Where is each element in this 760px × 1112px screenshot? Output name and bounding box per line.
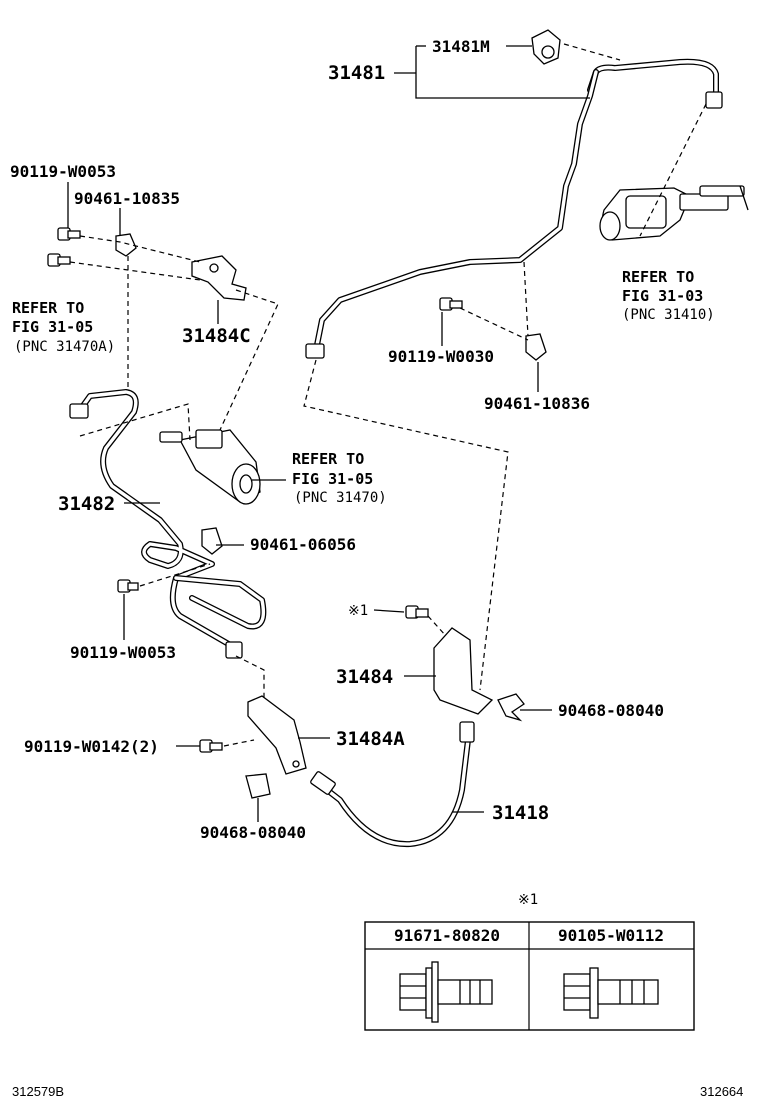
- bracket-31484c: [191, 255, 247, 301]
- label-pnc-31410: (PNC 31410): [622, 307, 715, 323]
- table-header-91671-80820: 91671-80820: [394, 926, 500, 945]
- label-90468-08040-right: 90468-08040: [558, 701, 664, 720]
- label-90468-08040-low: 90468-08040: [200, 823, 306, 842]
- pipe-31481: [305, 58, 723, 359]
- bolt-90119-w0053-low: [117, 579, 139, 593]
- label-31481: 31481: [328, 62, 385, 84]
- pipe-31482: [69, 389, 267, 659]
- table-header-90105-w0112: 90105-W0112: [558, 926, 664, 945]
- release-cylinder: [159, 429, 261, 505]
- bracket-31484a: [247, 695, 307, 775]
- clip-90461-10836: [525, 333, 547, 361]
- clip-90468-08040-right: [497, 693, 525, 722]
- label-31484c: 31484C: [182, 325, 251, 347]
- label-90461-06056: 90461-06056: [250, 535, 356, 554]
- clip-31481m: [531, 29, 561, 65]
- corner-code-left: 312579B: [12, 1084, 64, 1099]
- label-31482: 31482: [58, 493, 115, 515]
- label-fig-31-05-mid: FIG 31-05: [292, 470, 373, 488]
- bracket-31484: [433, 627, 494, 715]
- bolt-mark1: [405, 605, 429, 619]
- label-fig-31-05-left: FIG 31-05: [12, 318, 93, 336]
- clip-90461-10835: [115, 233, 137, 257]
- bolt-flange-icon: [563, 967, 659, 1019]
- label-31481m: 31481M: [432, 37, 490, 56]
- label-90461-10835: 90461-10835: [74, 189, 180, 208]
- bolt-90119-w0142: [199, 739, 223, 753]
- label-refer-to-mid: REFER TO: [292, 450, 364, 468]
- clip-90468-08040-low: [245, 773, 271, 799]
- leader-lines: [67, 45, 590, 822]
- label-refer-to-left: REFER TO: [12, 299, 84, 317]
- label-90119-w0142: 90119-W0142(2): [24, 737, 159, 756]
- bolt-90119-w0053-top: [57, 227, 81, 241]
- label-refer-to-right: REFER TO: [622, 268, 694, 286]
- corner-code-right: 312664: [700, 1084, 743, 1099]
- dashed-guides: [69, 43, 707, 747]
- bolt-table: 91671-80820 90105-W0112: [364, 921, 695, 1031]
- label-31418: 31418: [492, 802, 549, 824]
- label-90461-10836: 90461-10836: [484, 394, 590, 413]
- label-mark1: ※1: [348, 603, 368, 619]
- bolt-90119-w0030: [439, 297, 463, 311]
- bolt-90119-w0053-second: [47, 253, 71, 267]
- master-cylinder: [599, 185, 749, 241]
- label-pnc-31470a: (PNC 31470A): [14, 339, 115, 355]
- label-31484: 31484: [336, 666, 393, 688]
- table-mark: ※1: [518, 892, 538, 908]
- label-fig-31-03: FIG 31-03: [622, 287, 703, 305]
- label-pnc-31470: (PNC 31470): [294, 490, 387, 506]
- clip-90461-06056: [201, 527, 223, 555]
- label-90119-w0030: 90119-W0030: [388, 347, 494, 366]
- label-90119-w0053-top: 90119-W0053: [10, 162, 116, 181]
- hose-31418: [310, 721, 475, 848]
- bolt-flange-washer-icon: [399, 961, 493, 1023]
- label-31484a: 31484A: [336, 728, 405, 750]
- label-90119-w0053-low: 90119-W0053: [70, 643, 176, 662]
